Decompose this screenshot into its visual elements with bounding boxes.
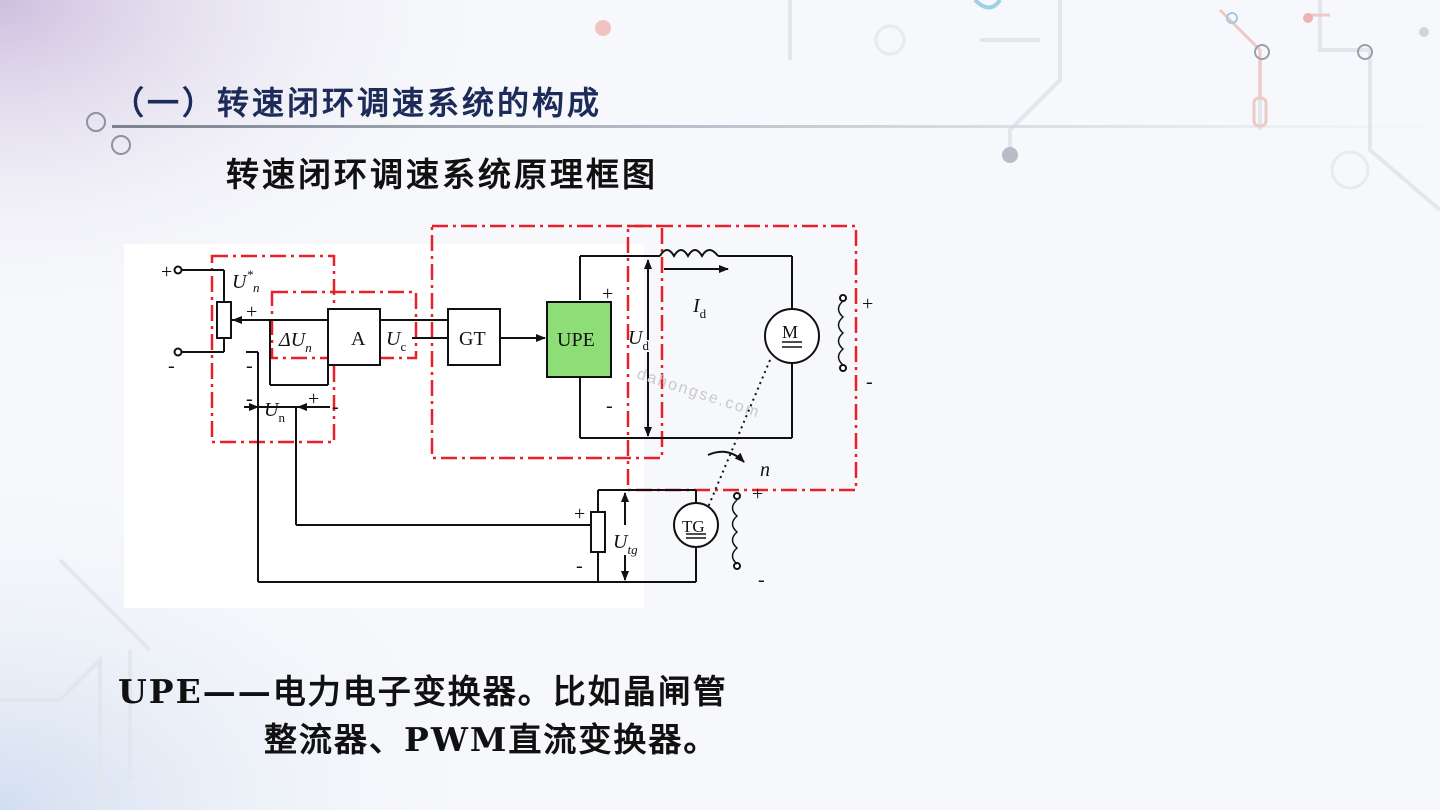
gate-trigger-block bbox=[447, 308, 501, 366]
polarity-un-plus: + bbox=[308, 388, 319, 410]
motor-symbol bbox=[764, 308, 820, 364]
motor-label: M bbox=[782, 322, 798, 342]
upe-caption: UPE——电力电子变换器。比如晶闸管 整流器、PWM直流变换器。 bbox=[118, 668, 728, 764]
tach-potentiometer bbox=[590, 511, 606, 553]
upe-label: UPE bbox=[557, 329, 595, 351]
armature-inductor bbox=[659, 249, 719, 258]
label-delta-un: ΔUn bbox=[278, 329, 312, 355]
label-uc: Uc bbox=[386, 328, 406, 354]
label-un: Un bbox=[264, 399, 285, 425]
polarity-un-minus-right: - bbox=[332, 396, 339, 418]
amplifier-block bbox=[327, 308, 381, 366]
tach-label: TG bbox=[682, 517, 705, 536]
polarity-upe-plus: + bbox=[602, 283, 613, 305]
label-ud: Ud bbox=[628, 327, 649, 353]
reference-potentiometer bbox=[216, 301, 232, 339]
polarity-tach-plus: + bbox=[574, 503, 585, 525]
polarity-tg-field-plus: + bbox=[752, 483, 763, 505]
polarity-input-minus: - bbox=[168, 355, 175, 377]
polarity-field-plus: + bbox=[862, 293, 873, 315]
polarity-tg-field-minus: - bbox=[758, 569, 765, 591]
polarity-tach-minus: - bbox=[576, 555, 583, 577]
polarity-un-minus: - bbox=[246, 388, 253, 410]
polarity-upe-minus: - bbox=[606, 395, 613, 417]
slide-title: （一）转速闭环调速系统的构成 bbox=[112, 84, 603, 122]
tachogenerator-symbol bbox=[673, 502, 719, 548]
polarity-ref-plus: + bbox=[246, 301, 257, 323]
diagram-subtitle: 转速闭环调速系统原理框图 bbox=[226, 155, 658, 194]
polarity-field-minus: - bbox=[866, 371, 873, 393]
label-utg: Utg bbox=[613, 531, 638, 557]
label-speed-n: n bbox=[760, 459, 770, 481]
gate-trigger-label: GT bbox=[459, 328, 486, 350]
title-underline bbox=[112, 125, 1440, 128]
label-id: Id bbox=[692, 295, 707, 321]
polarity-input-plus: + bbox=[161, 261, 172, 283]
upe-block bbox=[546, 301, 612, 378]
amplifier-label: A bbox=[351, 328, 366, 350]
motor-boundary bbox=[626, 224, 858, 492]
watermark-text: dahongse.com bbox=[635, 366, 763, 422]
caption-line-2: 整流器、PWM直流变换器。 bbox=[264, 720, 719, 759]
caption-line-1: UPE——电力电子变换器。比如晶闸管 bbox=[118, 672, 728, 711]
label-un-star: U*n bbox=[232, 267, 259, 295]
polarity-ref-minus: - bbox=[246, 355, 253, 377]
